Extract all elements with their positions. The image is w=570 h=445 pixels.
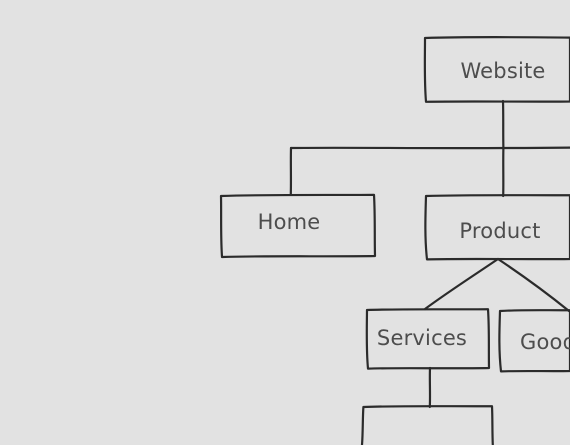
node-website: Website — [423, 35, 570, 103]
node-services-label: Services — [377, 326, 467, 350]
node-product-box — [424, 194, 570, 261]
node-goods: Goods — [498, 309, 570, 373]
node-goods-box — [498, 309, 570, 373]
edge-product-to-goods — [496, 257, 570, 313]
node-goods-label: Goods — [520, 330, 570, 354]
edge-product-to-services — [423, 257, 500, 311]
node-product-label: Product — [459, 219, 540, 243]
node-product: Product — [424, 194, 570, 261]
node-home: Home — [219, 193, 377, 259]
node-services-box — [365, 308, 491, 370]
node-unlabeled-child — [360, 405, 494, 445]
node-home-label: Home — [258, 210, 321, 234]
node-services: Services — [365, 308, 491, 370]
edge-horizontal-bus — [289, 146, 570, 150]
node-unlabeled-child-box — [360, 405, 494, 445]
node-website-box — [423, 35, 570, 103]
node-website-label: Website — [460, 59, 545, 83]
node-home-box — [219, 193, 377, 259]
connectors — [289, 99, 570, 409]
